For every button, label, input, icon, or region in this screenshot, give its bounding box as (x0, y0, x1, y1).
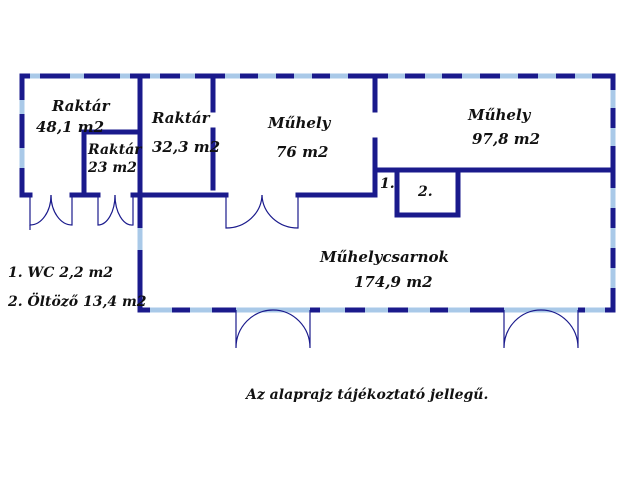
room-storage-1-area: 48,1 m2 (36, 118, 104, 136)
room-storage-2-area: 23 m2 (87, 160, 137, 176)
room-marker-wc: 1. (380, 176, 395, 192)
doors (29, 194, 579, 349)
legend-item-wc: 1. WC 2,2 m2 (8, 265, 113, 281)
room-workshop-2-area: 97,8 m2 (472, 130, 540, 148)
room-storage-1-name: Raktár (51, 97, 111, 115)
room-workshop-2-name: Műhely (467, 106, 532, 124)
room-storage-2-name: Raktár (87, 142, 143, 158)
room-hall-name: Műhelycsarnok (319, 248, 449, 266)
room-marker-locker: 2. (417, 184, 433, 200)
interior-walls (81, 73, 616, 218)
windows (19, 73, 616, 313)
room-storage-3-area: 32,3 m2 (152, 138, 220, 156)
room-hall-area: 174,9 m2 (354, 273, 433, 291)
legend-item-locker: 2. Öltöző 13,4 m2 (7, 291, 147, 310)
room-workshop-1-name: Műhely (267, 114, 332, 132)
room-workshop-1-area: 76 m2 (276, 143, 328, 161)
disclaimer-note: Az alaprajz tájékoztató jellegű. (244, 387, 488, 403)
room-storage-3-name: Raktár (151, 109, 211, 127)
